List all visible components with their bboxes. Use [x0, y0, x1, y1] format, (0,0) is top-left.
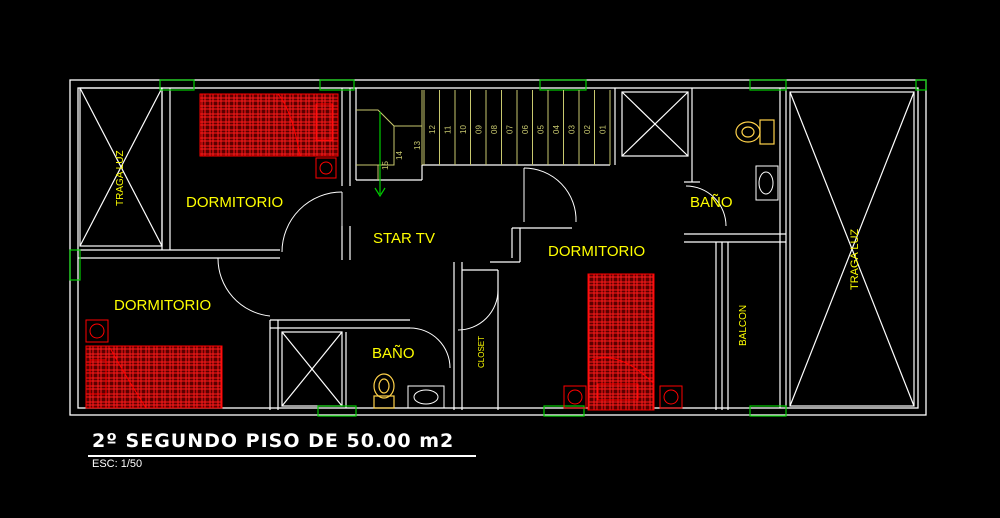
stair-step-number: 12: [428, 125, 437, 134]
stair-step-number: 10: [459, 125, 468, 134]
stair-step-number: 06: [521, 125, 530, 134]
stair-step-number: 08: [490, 125, 499, 134]
stair-step-number: 04: [552, 125, 561, 134]
bed-bottom-left: [85, 319, 223, 409]
room-label-closet: CLOSET: [477, 336, 486, 368]
room-label-bano: BAÑO: [690, 194, 733, 211]
bed-top-left: [199, 93, 339, 179]
room-label-dormitorio: DORMITORIO: [186, 194, 283, 211]
stair-step-numbers: 01 02 03 04 05 06 07 08 09 10 11 12 13 14 15: [381, 125, 607, 170]
sink-icon: [407, 385, 445, 409]
room-label-star-tv: STAR TV: [373, 230, 435, 247]
bed-right: [563, 273, 683, 411]
stair-step-number: 03: [567, 125, 576, 134]
toilet-right-icon: [735, 119, 775, 145]
stair-step-number: 02: [583, 125, 592, 134]
room-label-traga-luz: TRAGA LUZ: [849, 229, 861, 290]
stair-step-number: 15: [381, 161, 390, 170]
stair-step-number: 13: [413, 141, 422, 150]
stair-step-number: 05: [536, 125, 545, 134]
stair-step-number: 07: [505, 125, 514, 134]
door-swings: [217, 167, 727, 369]
toilet-icon: [373, 373, 395, 409]
drawing-scale: ESC: 1/50: [92, 458, 143, 470]
stair-step-number: 09: [474, 125, 483, 134]
title-underline: [88, 455, 476, 457]
room-label-balcon: BALCON: [738, 305, 749, 346]
room-label-traga-luz: TRAGA LUZ: [115, 150, 126, 206]
room-label-dormitorio: DORMITORIO: [114, 297, 211, 314]
stair-step-number: 01: [598, 125, 607, 134]
staircase: [356, 90, 611, 180]
stair-arrow: [374, 112, 386, 198]
sink-right-icon: [755, 165, 779, 201]
room-label-bano: BAÑO: [372, 345, 415, 362]
drawing-title: 2º SEGUNDO PISO DE 50.00 m2: [92, 430, 455, 452]
stair-step-number: 11: [443, 125, 452, 134]
room-label-dormitorio: DORMITORIO: [548, 243, 645, 260]
stair-step-number: 14: [395, 151, 404, 160]
